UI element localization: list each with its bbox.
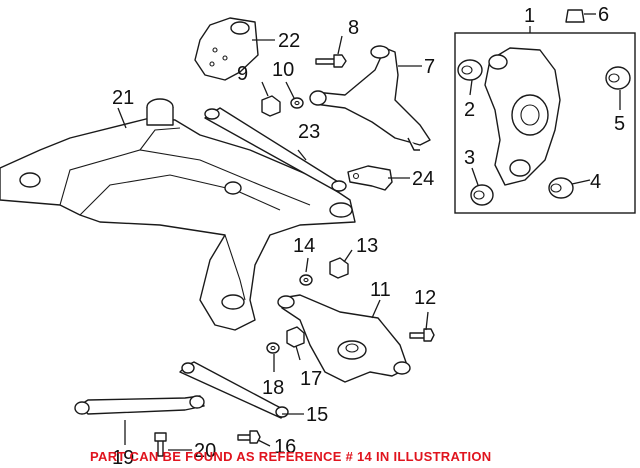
callout-3: 3 bbox=[464, 147, 475, 169]
nut-13 bbox=[329, 257, 349, 279]
callout-9: 9 bbox=[237, 63, 248, 85]
callout-24: 24 bbox=[412, 168, 434, 190]
callout-5: 5 bbox=[614, 113, 625, 135]
bolt-8 bbox=[315, 54, 347, 68]
link-rod-23 bbox=[204, 107, 347, 193]
rear-subframe bbox=[0, 98, 356, 331]
callout-8: 8 bbox=[348, 17, 359, 39]
callout-numbers: 1 2 3 4 5 6 7 8 9 10 11 12 13 14 15 16 1… bbox=[112, 4, 625, 468]
callout-12: 12 bbox=[414, 287, 436, 309]
bushing-cap-6 bbox=[565, 9, 585, 23]
nut-9 bbox=[261, 95, 281, 117]
bolt-12 bbox=[409, 328, 435, 342]
callout-19: 19 bbox=[112, 447, 134, 468]
bushing-3 bbox=[470, 184, 494, 206]
washer-14 bbox=[299, 274, 313, 286]
callout-4: 4 bbox=[590, 171, 601, 193]
callout-22: 22 bbox=[278, 30, 300, 52]
callout-20: 20 bbox=[194, 440, 216, 462]
callout-7: 7 bbox=[424, 56, 435, 78]
callout-14: 14 bbox=[293, 235, 315, 257]
lateral-link-15 bbox=[179, 361, 289, 419]
bracket-22 bbox=[194, 17, 259, 81]
lower-control-arm bbox=[277, 294, 411, 383]
callout-23: 23 bbox=[298, 121, 320, 143]
bushing-2 bbox=[457, 59, 483, 81]
callout-17: 17 bbox=[300, 368, 322, 390]
nut-17 bbox=[286, 326, 305, 348]
callout-16: 16 bbox=[274, 436, 296, 458]
knuckle-assembly-box bbox=[454, 32, 636, 214]
bushing-4 bbox=[548, 177, 574, 199]
leader-lines bbox=[117, 13, 621, 451]
bracket-24 bbox=[347, 165, 393, 191]
callout-1: 1 bbox=[524, 5, 535, 27]
washer-10 bbox=[290, 97, 304, 109]
callout-10: 10 bbox=[272, 59, 294, 81]
bolt-20 bbox=[154, 432, 167, 457]
footer-note: PART CAN BE FOUND AS REFERENCE # 14 IN I… bbox=[90, 449, 491, 464]
callout-2: 2 bbox=[464, 99, 475, 121]
trailing-link-19 bbox=[74, 395, 205, 415]
bolt-16 bbox=[237, 430, 261, 444]
callout-11: 11 bbox=[370, 279, 391, 301]
callout-18: 18 bbox=[262, 377, 284, 399]
upper-control-arm bbox=[309, 45, 431, 151]
callout-13: 13 bbox=[356, 235, 378, 257]
callout-6: 6 bbox=[598, 4, 609, 26]
washer-18 bbox=[266, 342, 280, 354]
callout-21: 21 bbox=[112, 87, 134, 109]
callout-15: 15 bbox=[306, 404, 328, 426]
bushing-5 bbox=[605, 66, 631, 90]
